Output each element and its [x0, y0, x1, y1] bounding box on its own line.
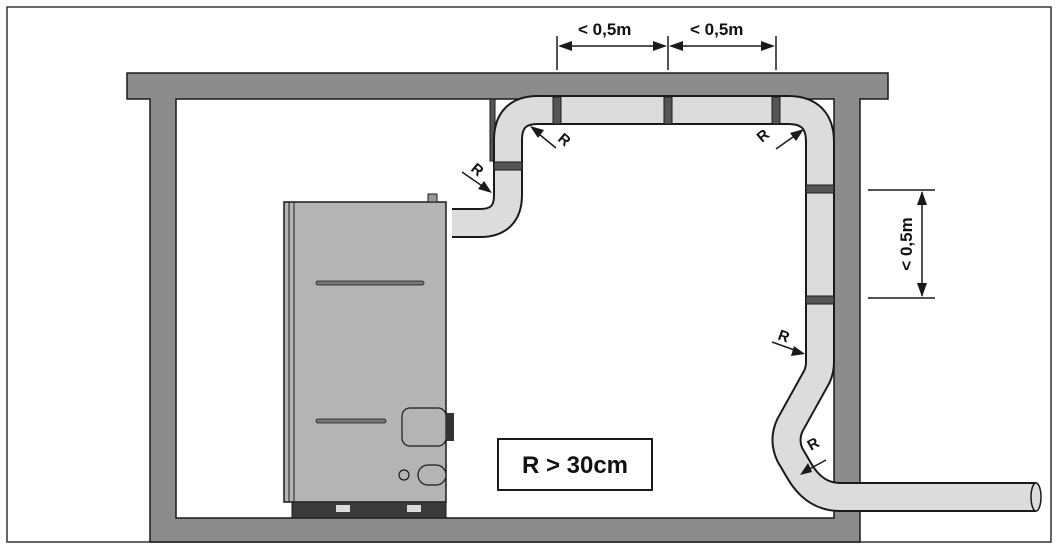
arrowhead — [917, 283, 927, 297]
pipe-fill — [452, 97, 1036, 510]
arrowhead — [478, 181, 492, 193]
clamp — [663, 96, 673, 125]
radius-rule-box — [497, 438, 653, 491]
radius-label: R — [554, 130, 573, 150]
boiler-hole — [398, 469, 410, 481]
arrowhead — [558, 41, 572, 51]
arrowhead — [530, 126, 544, 138]
boiler-base-slot — [336, 505, 350, 512]
arrowhead — [761, 41, 775, 51]
boiler-top-cap — [427, 193, 438, 203]
clamp — [493, 161, 523, 171]
radius-label: R — [776, 327, 792, 347]
clamp — [805, 295, 835, 305]
arrowhead — [917, 191, 927, 205]
dimension-label-left: < 0,5m — [578, 20, 631, 39]
vertical-dimension — [868, 189, 935, 299]
boiler — [283, 193, 454, 519]
clamp — [552, 96, 562, 125]
radius-label: R — [805, 434, 823, 454]
boiler-handle — [315, 280, 425, 286]
arrowhead — [653, 41, 667, 51]
pipe-clamps — [493, 96, 835, 305]
dimension-label-right: < 0,5m — [690, 20, 743, 39]
pipe-end — [1030, 482, 1042, 512]
flue-pipe — [452, 95, 1042, 512]
radius-arrows — [461, 126, 827, 475]
arrowhead — [790, 129, 804, 141]
boiler-body — [283, 201, 447, 503]
boiler-knob — [446, 413, 454, 441]
clamp — [805, 184, 835, 194]
boiler-base — [291, 501, 447, 519]
radius-label: R — [754, 126, 773, 146]
arrowhead — [669, 41, 683, 51]
boiler-base-slot — [407, 505, 421, 512]
radius-rule-text: R > 30cm — [522, 452, 628, 479]
horizontal-dimension — [556, 36, 777, 70]
boiler-handle — [315, 418, 387, 424]
boiler-panel — [401, 407, 447, 447]
boiler-slot — [417, 464, 447, 486]
arrowhead — [800, 463, 812, 475]
clamp — [771, 96, 781, 125]
arrowhead — [791, 346, 805, 356]
dimension-label-vertical: < 0,5m — [897, 217, 916, 270]
